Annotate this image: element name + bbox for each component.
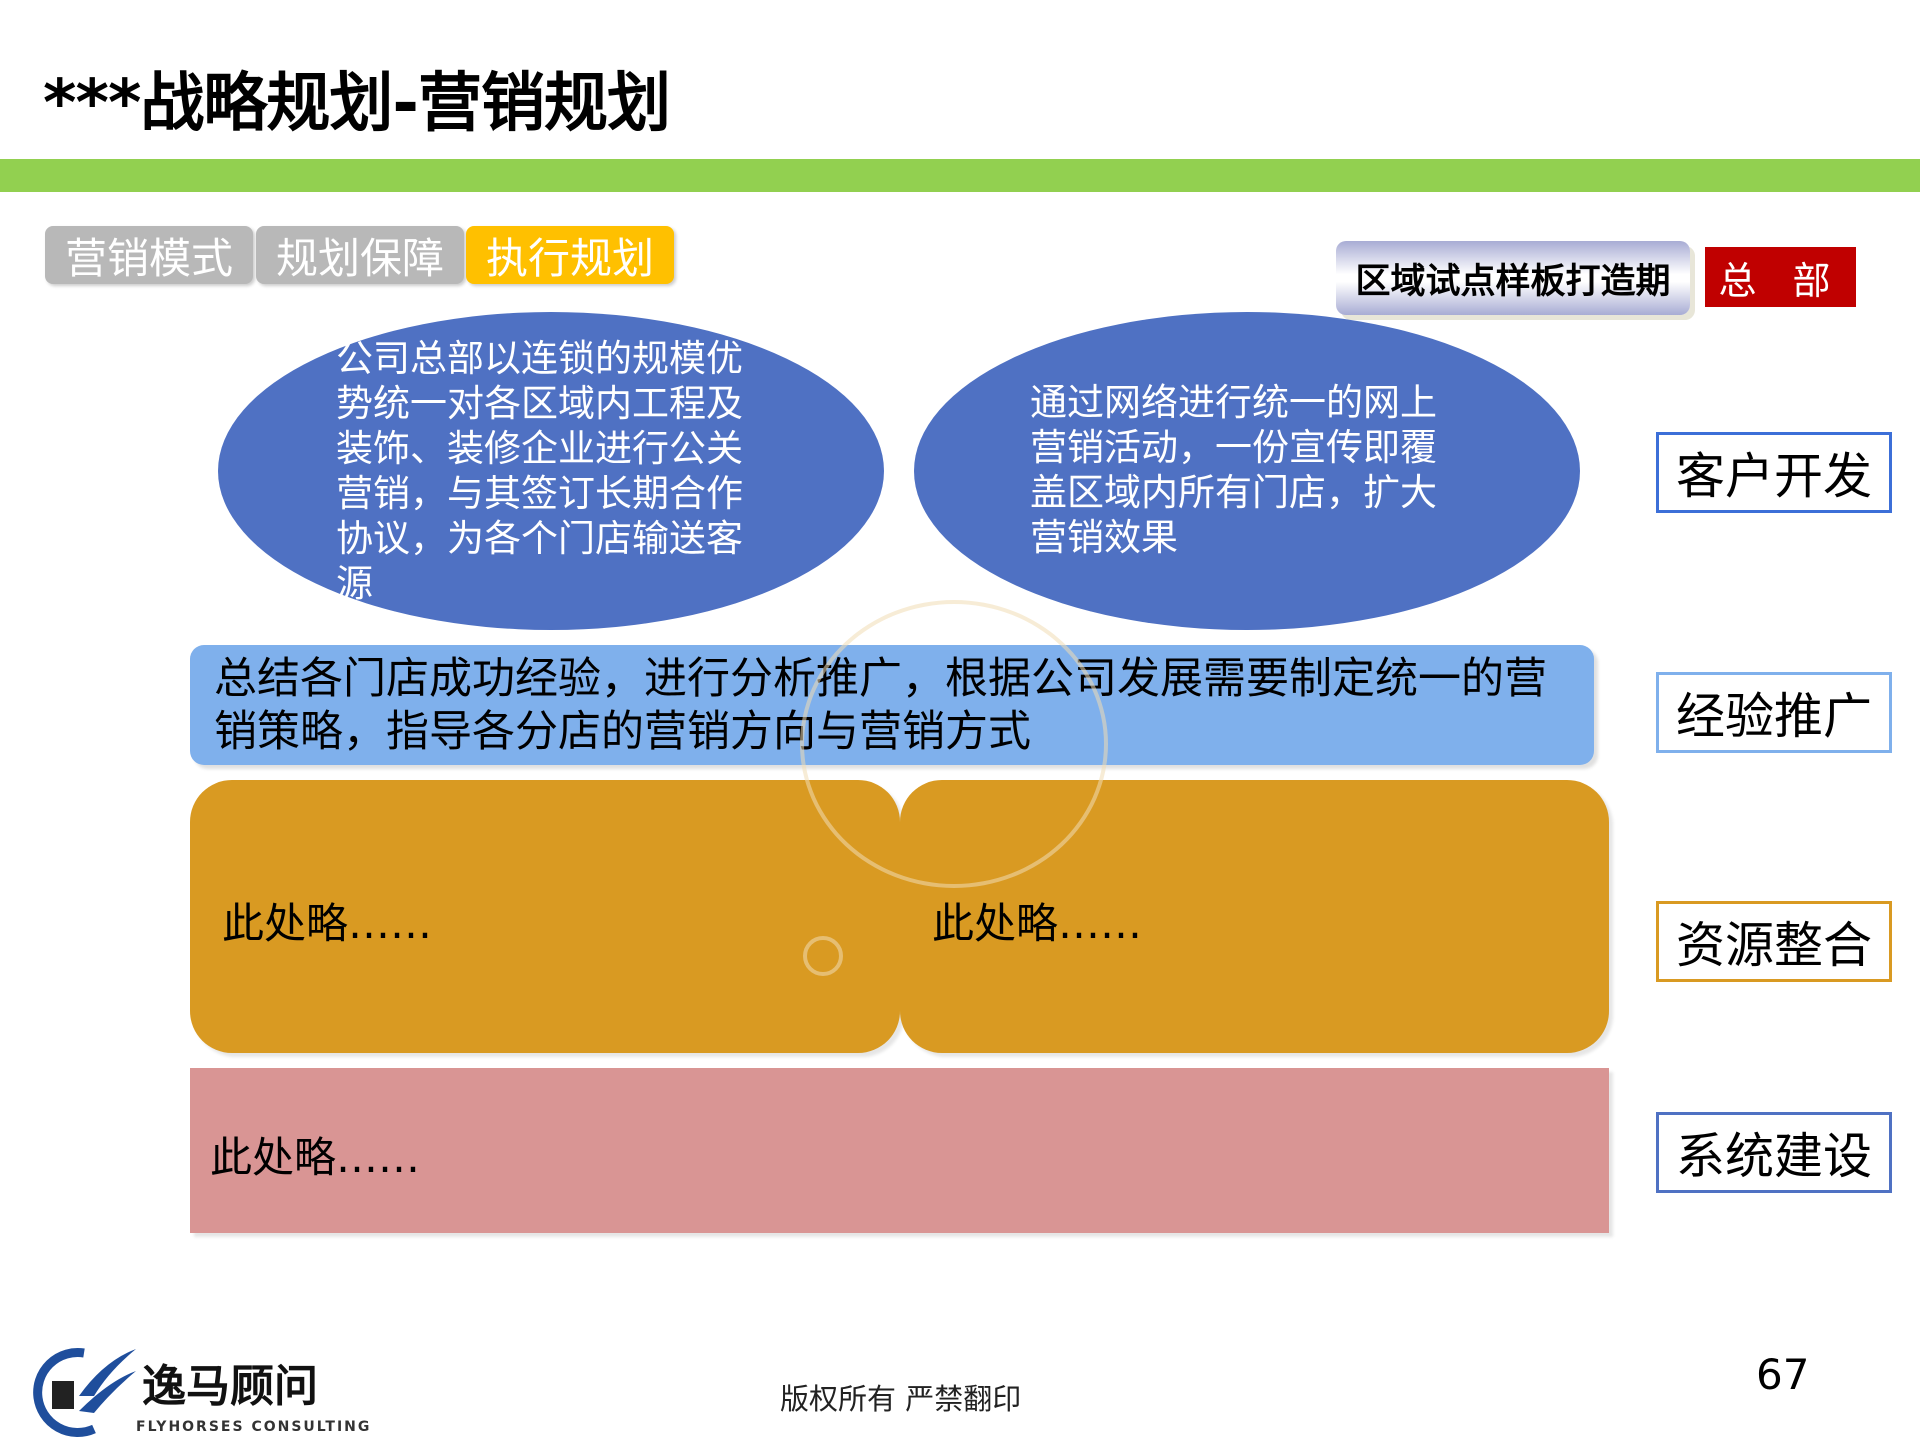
side-label-system-building: 系统建设 (1656, 1112, 1892, 1193)
ellipse-text: 通过网络进行统一的网上营销活动，一份宣传即覆盖区域内所有门店，扩大营销效果 (1030, 381, 1437, 559)
system-text: 此处略…… (210, 1133, 421, 1182)
logo-mark-icon: 逸马顾问 FLYHORSES CONSULTING (33, 1348, 371, 1437)
ellipse-text: 公司总部以连锁的规模优势统一对各区域内工程及装饰、装修企业进行公关营销，与其签订… (336, 337, 743, 605)
side-label-experience-promotion: 经验推广 (1656, 672, 1892, 753)
page-number: 67 (1756, 1350, 1810, 1399)
resource-text: 此处略…… (222, 899, 433, 948)
stage-label: 区域试点样板打造期 (1336, 241, 1690, 315)
client-development-ellipse-2: 通过网络进行统一的网上营销活动，一份宣传即覆盖区域内所有门店，扩大营销效果 (914, 312, 1580, 630)
system-building-block: 此处略…… (190, 1068, 1609, 1233)
client-development-ellipse-1: 公司总部以连锁的规模优势统一对各区域内工程及装饰、装修企业进行公关营销，与其签订… (218, 312, 884, 630)
svg-text:FLYHORSES CONSULTING: FLYHORSES CONSULTING (136, 1419, 371, 1435)
svg-text:逸马顾问: 逸马顾问 (142, 1361, 318, 1412)
side-label-client-development: 客户开发 (1656, 432, 1892, 513)
tab-marketing-model[interactable]: 营销模式 (45, 226, 253, 284)
resource-text: 此处略…… (932, 899, 1143, 948)
watermark-circle (803, 936, 843, 976)
tab-execution-planning[interactable]: 执行规划 (466, 226, 674, 284)
company-logo: 逸马顾问 FLYHORSES CONSULTING (24, 1341, 392, 1440)
side-label-resource-integration: 资源整合 (1656, 901, 1892, 982)
resource-block-1: 此处略…… (190, 780, 900, 1053)
copyright-text: 版权所有 严禁翻印 (780, 1382, 1022, 1416)
page-title: ***战略规划-营销规划 (43, 67, 671, 141)
headquarters-label: 总 部 (1705, 247, 1856, 307)
watermark-seal (800, 600, 1108, 888)
title-divider-bar (0, 159, 1920, 192)
tab-planning-guarantee[interactable]: 规划保障 (256, 226, 464, 284)
